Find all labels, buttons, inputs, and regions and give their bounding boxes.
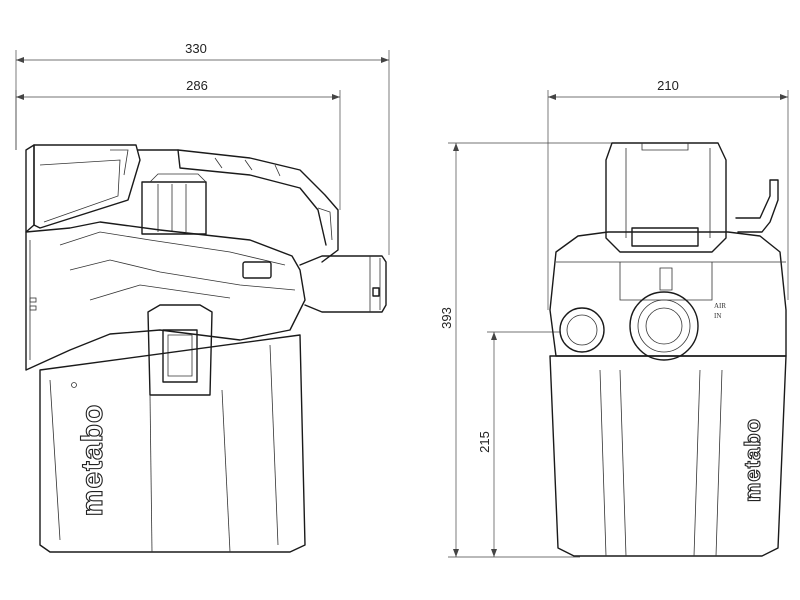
dimension-330-label: 330 [185,41,207,56]
side-view: metabo [25,144,387,553]
front-view: AIR IN metabo [549,142,787,557]
front-inlet-ports: AIR IN [559,291,726,361]
front-air-label-1: AIR [714,302,726,310]
side-brand-logo: metabo [76,404,109,517]
dimension-393: 393 [439,142,640,558]
front-tank: metabo [549,355,787,557]
side-hose-port [299,255,387,313]
dimension-286: 286 [15,78,341,210]
dimension-215: 215 [477,331,560,557]
side-latch [147,304,213,396]
front-hook [735,179,779,233]
side-carry-handle [137,149,339,263]
front-motor-head [549,231,787,357]
dimension-210: 210 [547,78,789,310]
dimension-215-label: 215 [477,431,492,453]
front-brand-logo: metabo [740,418,765,502]
side-tank: metabo [39,334,306,553]
dimension-286-label: 286 [186,78,208,93]
front-battery-pack [605,142,727,253]
dimension-330: 330 [15,41,390,255]
dimension-393-label: 393 [439,307,454,329]
side-motor-head [25,221,306,371]
front-air-label-2: IN [714,312,721,320]
dimension-210-label: 210 [657,78,679,93]
side-battery-pack [25,144,141,233]
